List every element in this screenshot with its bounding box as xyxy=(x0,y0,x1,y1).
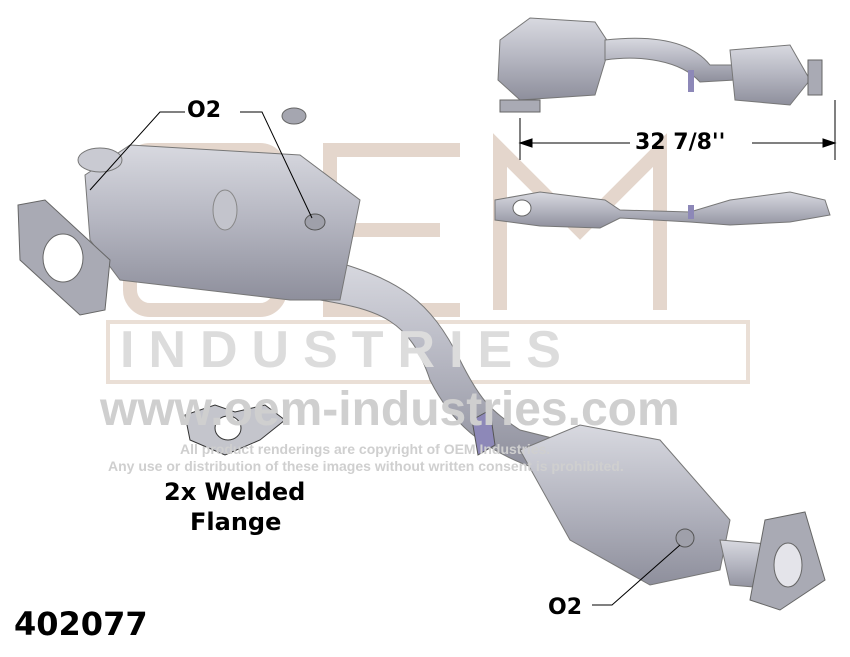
bracket xyxy=(471,409,496,456)
watermark-industries: INDUSTRIES xyxy=(120,321,575,379)
side-view-thumbnail xyxy=(497,17,823,113)
o2-label-top: O2 xyxy=(187,98,222,123)
watermark-website: www.oem-industries.com xyxy=(100,383,680,436)
part-number: 402077 xyxy=(14,605,148,643)
o2-sensor-port-rear xyxy=(675,528,695,548)
watermark-copyright-2: Any use or distribution of these images … xyxy=(108,458,624,474)
o2-sensor-port-front xyxy=(304,213,326,231)
top-view-thumbnail xyxy=(494,191,831,229)
length-dimension-label: 32 7/8'' xyxy=(635,130,726,155)
o2-leader-lines xyxy=(89,111,681,606)
rear-converter xyxy=(519,424,731,586)
o2-label-bottom: O2 xyxy=(548,595,583,620)
watermark-copyright-1: All product renderings are copyright of … xyxy=(180,441,551,457)
dimension-line xyxy=(518,100,837,160)
flange-note-line1: 2x Welded xyxy=(164,478,306,506)
o2-plug xyxy=(281,107,307,125)
flange-note-line2: Flange xyxy=(190,508,282,536)
